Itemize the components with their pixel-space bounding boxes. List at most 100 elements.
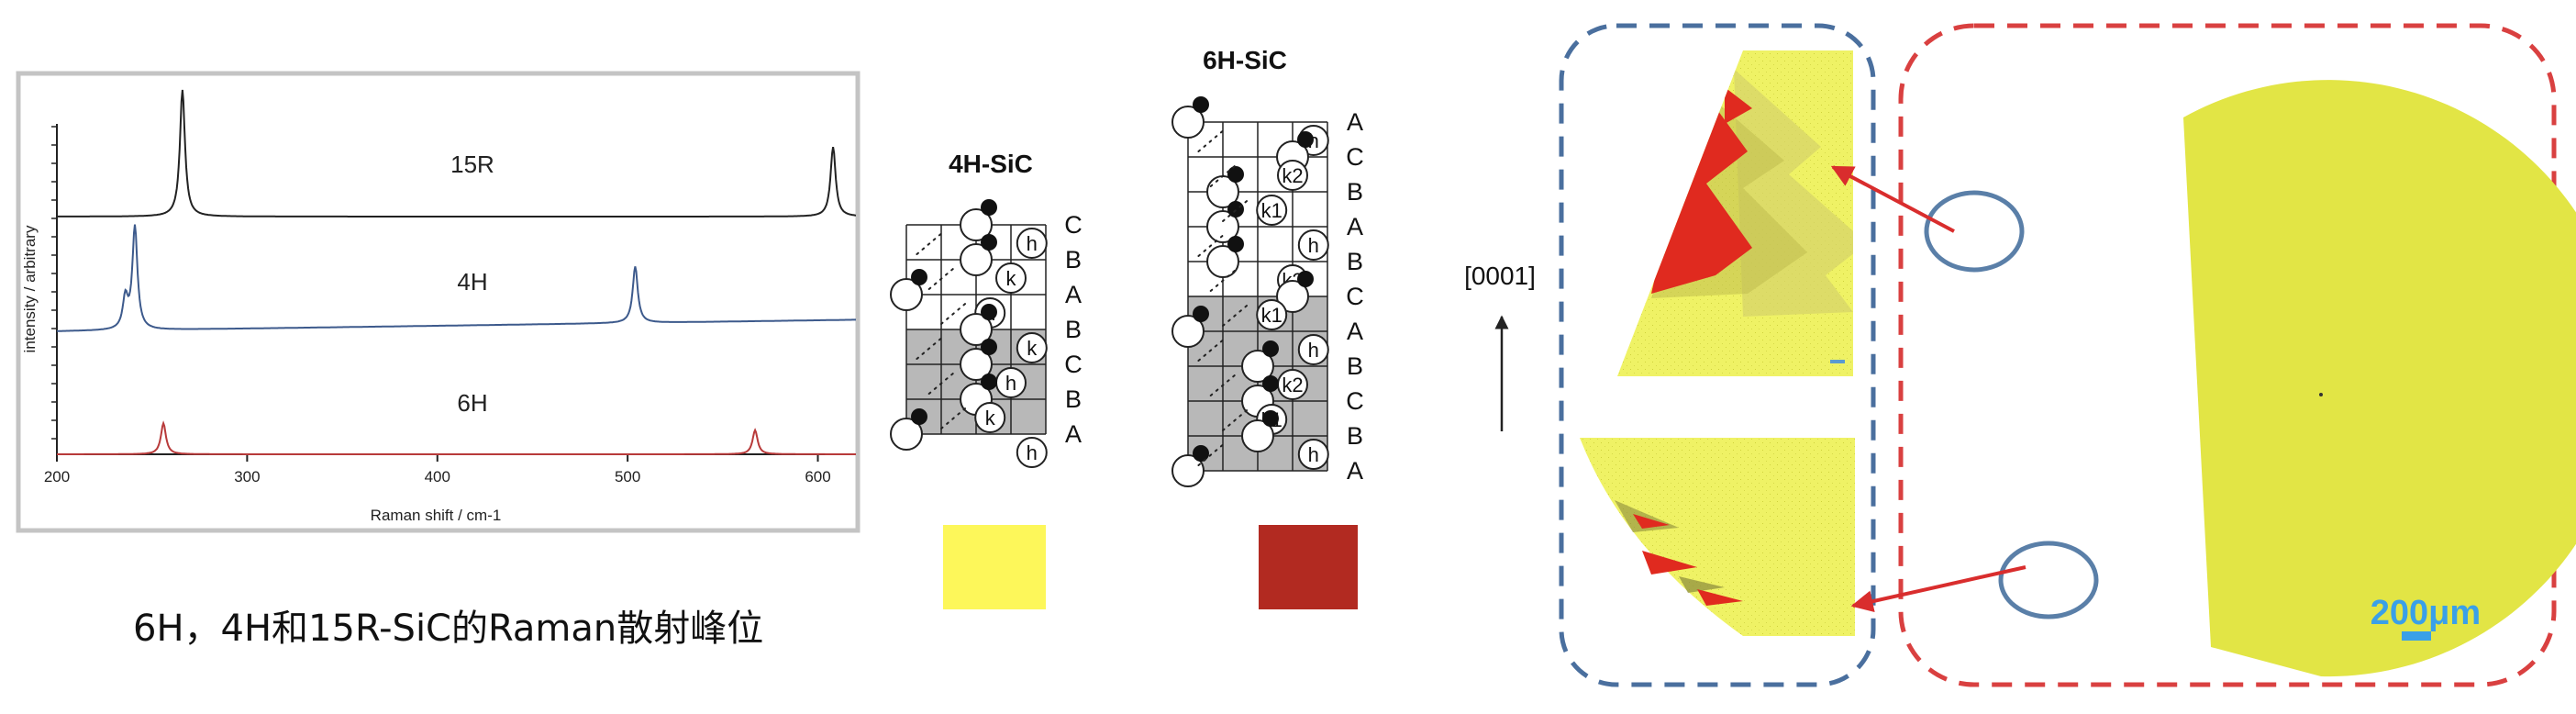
c-atom xyxy=(1227,201,1244,218)
si-atom xyxy=(890,418,923,451)
structure-6h-title: 6H-SiC xyxy=(1203,46,1287,74)
bond-dotted xyxy=(940,301,969,325)
stacking-letter: C xyxy=(1346,283,1364,310)
bond-dotted xyxy=(927,266,957,290)
site-label: h xyxy=(1308,339,1319,362)
site-marker xyxy=(1016,437,1048,468)
stacking-letter: C xyxy=(1346,143,1364,171)
si-atom xyxy=(890,278,923,311)
direction-indicator: [0001] xyxy=(1464,262,1536,431)
si-atom xyxy=(1241,419,1274,452)
site-marker xyxy=(1256,195,1288,226)
bond-dotted xyxy=(1197,128,1226,152)
si-atom xyxy=(1171,315,1205,348)
c-atom xyxy=(1227,236,1244,252)
scale-bar-label: 200μm xyxy=(2371,594,2481,632)
bond-dotted xyxy=(1209,373,1238,396)
c-atom xyxy=(1262,410,1279,427)
c-atom xyxy=(911,269,927,285)
c-atom xyxy=(1227,166,1244,183)
stacking-letter: B xyxy=(1347,352,1363,380)
series-6h-label: 6H xyxy=(457,389,487,417)
stacking-letter: C xyxy=(1064,211,1083,239)
site-label: h xyxy=(1005,372,1016,395)
structure-4h: 4H-SiC ChBkAhBkChBkAh xyxy=(890,150,1083,468)
zoom-upper-image xyxy=(1617,50,1853,376)
c-atom xyxy=(911,408,927,425)
site-label: k xyxy=(1006,267,1017,290)
zoom-lower-image xyxy=(1580,438,1855,636)
si-atom xyxy=(1206,245,1239,278)
c-atom xyxy=(1297,271,1314,287)
pointer-arrow-lower xyxy=(1850,565,2026,613)
stacking-letter: C xyxy=(1346,387,1364,415)
bond-dotted xyxy=(916,231,944,255)
c-atom xyxy=(1262,340,1279,357)
c-atom xyxy=(1193,445,1209,462)
series-6h-line xyxy=(57,420,856,455)
series-15r-line xyxy=(57,89,857,218)
stacking-letter: A xyxy=(1065,420,1082,448)
stacking-letter: A xyxy=(1347,457,1363,485)
bond-dotted xyxy=(1209,163,1238,187)
stacking-letter: B xyxy=(1065,246,1082,273)
si-atom xyxy=(1241,350,1274,383)
yellow-swatch xyxy=(943,525,1046,609)
x-tick-label: 300 xyxy=(234,468,260,485)
x-tick-label: 600 xyxy=(805,468,830,485)
red-swatch xyxy=(1259,525,1358,609)
site-label: k1 xyxy=(1261,199,1282,222)
stacking-letter: B xyxy=(1347,248,1363,275)
x-axis-label: Raman shift / cm-1 xyxy=(371,507,502,524)
y-axis-label: intensity / arbitrary xyxy=(21,225,39,352)
pointer-arrow-upper xyxy=(1830,165,1955,233)
defect-highlight-upper xyxy=(1924,190,2025,273)
x-tick-label: 500 xyxy=(615,468,640,485)
site-label: k xyxy=(985,407,996,430)
stacking-letter: B xyxy=(1347,422,1363,450)
site-marker xyxy=(1297,334,1329,365)
direction-label: [0001] xyxy=(1464,262,1536,290)
site-label: k2 xyxy=(1282,374,1303,396)
stacking-letter: B xyxy=(1065,316,1082,343)
y-axis-ticks xyxy=(51,126,57,440)
site-label: h xyxy=(1308,443,1319,466)
bond-dotted xyxy=(1222,198,1250,222)
c-atom xyxy=(981,199,997,216)
site-label: h xyxy=(1308,234,1319,257)
stacking-letter: B xyxy=(1065,385,1082,413)
scale-bar xyxy=(2402,631,2431,641)
series-4h-line xyxy=(56,224,856,332)
stacking-letter: A xyxy=(1347,213,1363,240)
bond-dotted xyxy=(927,371,957,395)
site-marker xyxy=(1016,228,1048,259)
structure-4h-title: 4H-SiC xyxy=(949,150,1033,178)
site-marker xyxy=(1277,160,1308,191)
stacking-letter: B xyxy=(1347,178,1363,206)
wafer-image xyxy=(2183,80,2576,677)
series-15r-label: 15R xyxy=(450,151,494,178)
series-labels: 15R 4H 6H xyxy=(450,151,494,417)
site-label: k xyxy=(1027,337,1038,360)
stacking-letter: C xyxy=(1064,351,1083,378)
figure-caption: 6H，4H和15R-SiC的Raman散射峰位 xyxy=(133,608,764,650)
defect-highlight-lower xyxy=(1998,541,2099,619)
bond-dotted xyxy=(1209,268,1238,292)
site-marker xyxy=(995,262,1027,294)
si-atom xyxy=(1171,454,1205,487)
site-marker xyxy=(1297,439,1329,470)
stacking-letter: A xyxy=(1065,281,1082,308)
series-4h-label: 4H xyxy=(457,268,487,296)
site-label: k2 xyxy=(1282,164,1303,187)
structure-6h-lattice: AhCk2Bk1AhBk2Ck1AhBk2Ck1BhA xyxy=(1171,96,1364,487)
zoom-panel-border xyxy=(1559,23,1876,687)
c-atom xyxy=(1297,131,1314,148)
site-marker xyxy=(1297,229,1329,261)
c-atom xyxy=(981,304,997,320)
zoom-panel-group: 200μm xyxy=(1559,23,2576,687)
c-atom xyxy=(981,339,997,355)
x-tick-label: 400 xyxy=(425,468,450,485)
c-atom xyxy=(981,374,997,390)
